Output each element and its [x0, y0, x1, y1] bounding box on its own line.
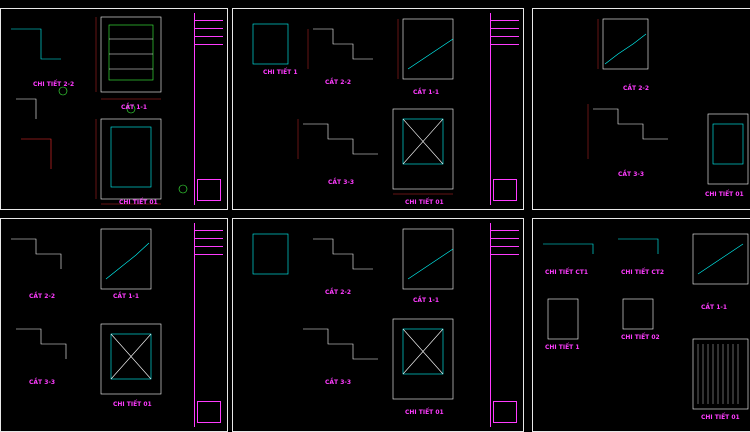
sheet-1-label-3: CHI TIẾT 01 — [119, 199, 158, 206]
sheet-5-drawing — [252, 228, 454, 400]
sheet-4-label-4: CHI TIẾT 01 — [113, 401, 152, 408]
sheet-2-title-block — [490, 13, 519, 205]
sheet-5-label-3: CẮT 3-3 — [325, 379, 352, 386]
sheet-1-title-block — [194, 13, 223, 205]
sheet-2-label-3: CẮT 1-1 — [413, 89, 440, 96]
sheet-1-label-2: CẮT 1-1 — [121, 104, 148, 111]
sheet-6-label-3: CHI TIẾT 1 — [545, 344, 580, 351]
sheet-3-label-2: CẮT 3-3 — [618, 171, 645, 178]
sheet-3-drawing — [587, 18, 749, 185]
sheet-5-label-4: CHI TIẾT 01 — [405, 409, 444, 416]
sheet-2-label-1: CHI TIẾT 1 — [263, 69, 298, 76]
drawing-sheet-3[interactable]: CẮT 2-2 CẮT 3-3 CHI TIẾT 01 — [532, 8, 750, 210]
drawing-sheet-1[interactable]: CHI TIẾT 2-2 CẮT 1-1 CHI TIẾT 01 — [0, 8, 228, 210]
sheet-1-label-1: CHI TIẾT 2-2 — [33, 81, 75, 88]
sheet-4-label-2: CẮT 1-1 — [113, 293, 140, 300]
drawing-sheet-4[interactable]: CẮT 2-2 CẮT 1-1 CẮT 3-3 CHI TIẾT 01 — [0, 218, 228, 432]
sheet-4-label-3: CẮT 3-3 — [29, 379, 56, 386]
sheet-3-label-1: CẮT 2-2 — [623, 85, 650, 92]
sheet-2-drawing — [252, 18, 454, 195]
sheet-4-title-block — [194, 223, 223, 427]
sheet-6-drawing — [543, 233, 749, 410]
sheet-5-title-block — [490, 223, 519, 427]
drawing-sheet-6[interactable]: CHI TIẾT CT1 CHI TIẾT CT2 CHI TIẾT 1 CẮT… — [532, 218, 750, 432]
sheet-6-label-1: CHI TIẾT CT1 — [545, 269, 589, 276]
sheet-6-label-2: CHI TIẾT CT2 — [621, 269, 665, 276]
sheet-4-drawing — [11, 228, 162, 395]
drawing-sheet-5[interactable]: CẮT 2-2 CẮT 1-1 CẮT 3-3 CHI TIẾT 01 — [232, 218, 524, 432]
sheet-6-label-4: CẮT 1-1 — [701, 304, 728, 311]
sheet-4-label-1: CẮT 2-2 — [29, 293, 56, 300]
sheet-6-label-5: CHI TIẾT 02 — [621, 334, 660, 341]
sheet-5-label-1: CẮT 2-2 — [325, 289, 352, 296]
sheet-1-drawing — [11, 16, 188, 205]
sheet-5-label-2: CẮT 1-1 — [413, 297, 440, 304]
sheet-2-label-5: CHI TIẾT 01 — [405, 199, 444, 206]
sheet-2-label-4: CẮT 3-3 — [328, 179, 355, 186]
sheet-3-label-3: CHI TIẾT 01 — [705, 191, 744, 198]
sheet-6-label-6: CHI TIẾT 01 — [701, 414, 740, 421]
sheet-2-label-2: CẮT 2-2 — [325, 79, 352, 86]
drawing-sheet-2[interactable]: CHI TIẾT 1 CẮT 2-2 CẮT 1-1 CẮT 3-3 CHI T… — [232, 8, 524, 210]
